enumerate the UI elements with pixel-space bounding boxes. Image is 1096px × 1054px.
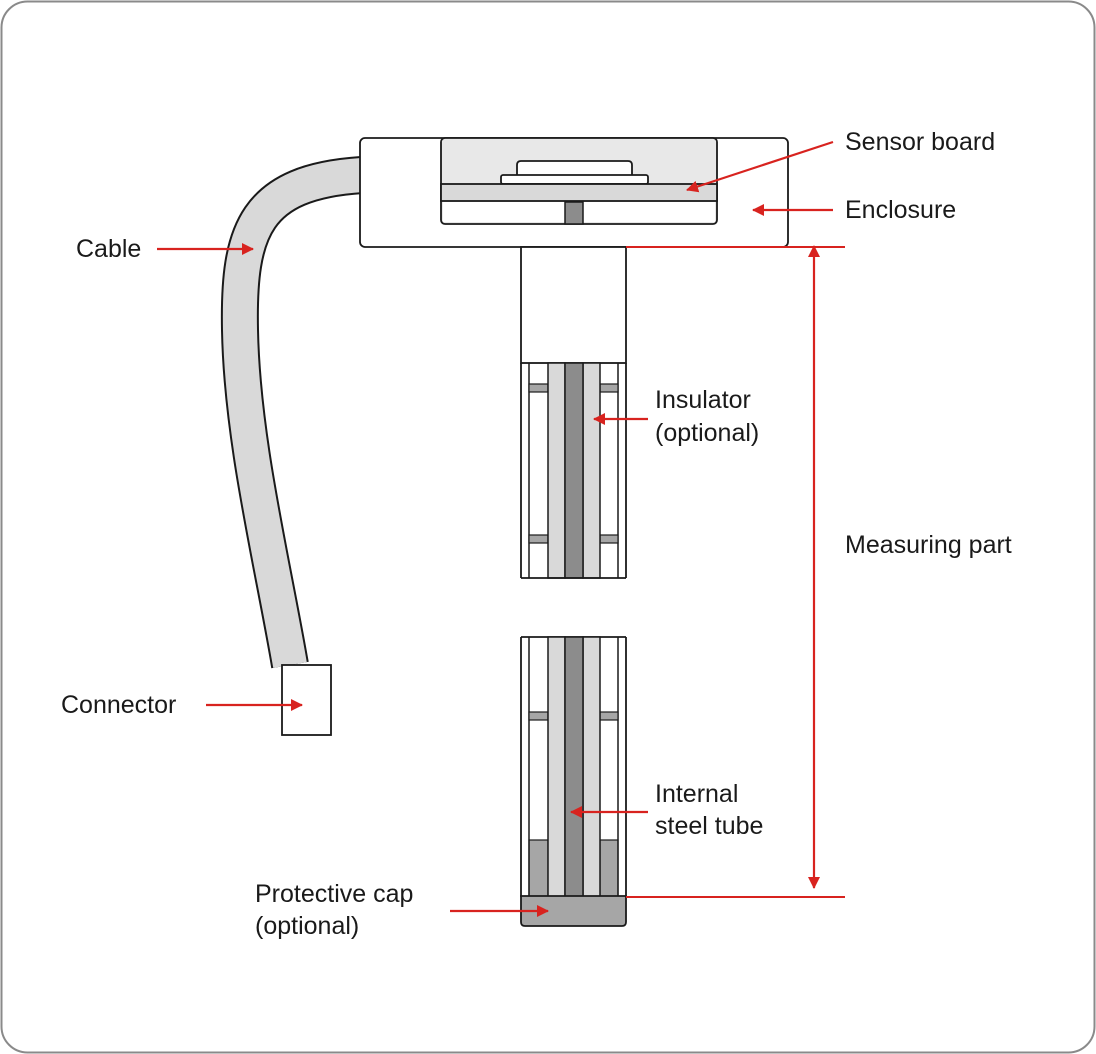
connector-block — [281, 664, 332, 736]
cable-label: Cable — [76, 235, 141, 263]
measuring-part-label: Measuring part — [845, 531, 1012, 559]
internal-steel-tube-label-line1: Internal — [655, 780, 738, 808]
upper-tube-section — [520, 246, 627, 579]
internal-steel-tube-label-line2: steel tube — [655, 812, 763, 840]
insulator-label-line2: (optional) — [655, 419, 759, 447]
sensor-board-arrow — [686, 140, 834, 193]
enclosure-label: Enclosure — [845, 196, 956, 224]
lower-tube-section — [520, 636, 627, 927]
enclosure — [359, 137, 789, 248]
protective-cap — [520, 895, 627, 927]
sensor-board-label: Sensor board — [845, 128, 995, 156]
insulator-label-line1: Insulator — [655, 386, 751, 414]
connector-label: Connector — [61, 691, 176, 719]
cable — [220, 156, 364, 669]
protective-cap-label-line1: Protective cap — [255, 880, 413, 908]
protective-cap-label-line2: (optional) — [255, 912, 359, 940]
